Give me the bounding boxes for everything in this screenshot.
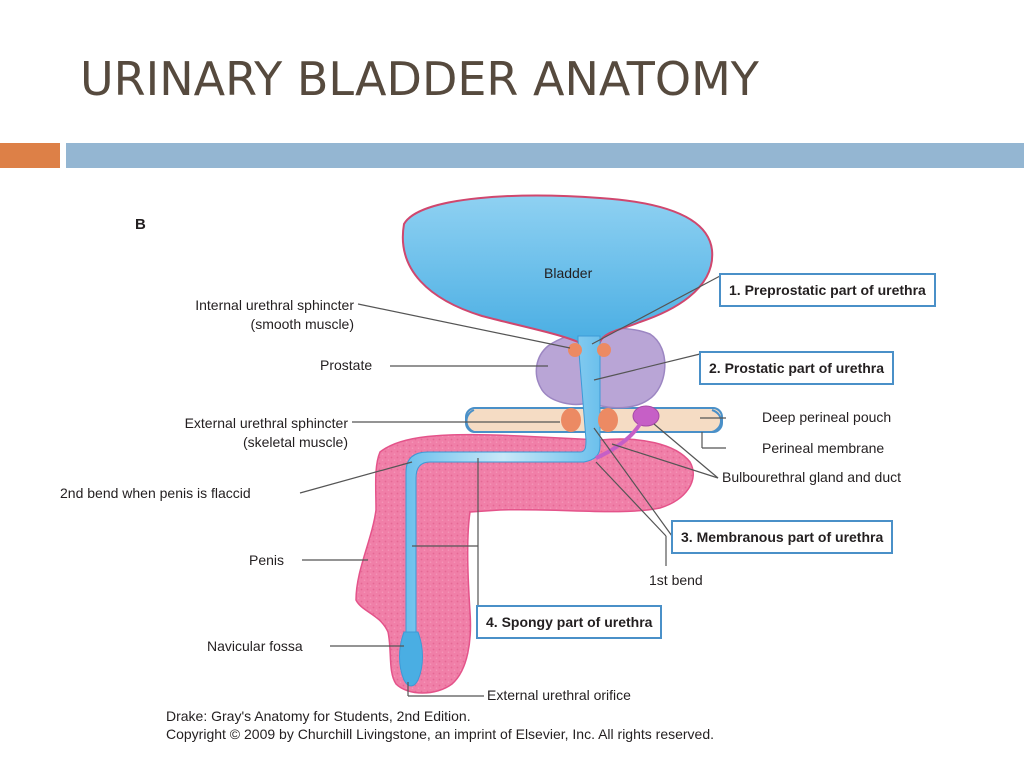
figure-letter: B (135, 216, 146, 233)
prostate-label: Prostate (320, 357, 373, 373)
credit-copyright: Copyright © 2009 by Churchill Livingston… (166, 726, 715, 742)
accent-bar-blue (66, 143, 1024, 168)
internal-sphincter-left (568, 343, 582, 357)
bladder-label: Bladder (544, 265, 593, 281)
bladder-shape (401, 194, 714, 343)
accent-bar-orange (0, 143, 60, 168)
navicular-fossa-label: Navicular fossa (207, 638, 303, 654)
membranous-urethra-box: 3. Membranous part of urethra (671, 520, 894, 554)
external-urethral-orifice-label: External urethral orifice (487, 687, 631, 703)
penis-label: Penis (249, 552, 285, 568)
perineal-membrane-label: Perineal membrane (762, 440, 885, 456)
external-urethral-sphincter-label: External urethral sphincter (skeletal mu… (184, 415, 348, 450)
slide-title: URINARY BLADDER ANATOMY (80, 52, 759, 106)
external-sphincter-right (598, 408, 618, 432)
spongy-urethra-box: 4. Spongy part of urethra (476, 605, 663, 639)
bulbourethral-duct (595, 422, 642, 460)
perineal-membrane (465, 409, 475, 433)
preprostatic-urethra-box: 1. Preprostatic part of urethra (719, 273, 936, 307)
internal-urethral-sphincter-label: Internal urethral sphincter (smooth musc… (195, 297, 354, 332)
deep-perineal-pouch-label: Deep perineal pouch (762, 409, 892, 425)
internal-sphincter-right (597, 343, 611, 357)
bulbourethral-gland (632, 405, 660, 427)
first-bend-label: 1st bend (649, 572, 703, 588)
bulbourethral-gland-label: Bulbourethral gland and duct (722, 469, 902, 485)
leader-lines (299, 275, 726, 697)
external-sphincter-left (561, 408, 581, 432)
prostatic-urethra-box: 2. Prostatic part of urethra (699, 351, 895, 385)
second-bend-label: 2nd bend when penis is flaccid (60, 485, 251, 501)
credit-source: Drake: Gray's Anatomy for Students, 2nd … (166, 708, 471, 724)
penis-shape (355, 433, 694, 694)
navicular-fossa-shape (399, 631, 423, 687)
